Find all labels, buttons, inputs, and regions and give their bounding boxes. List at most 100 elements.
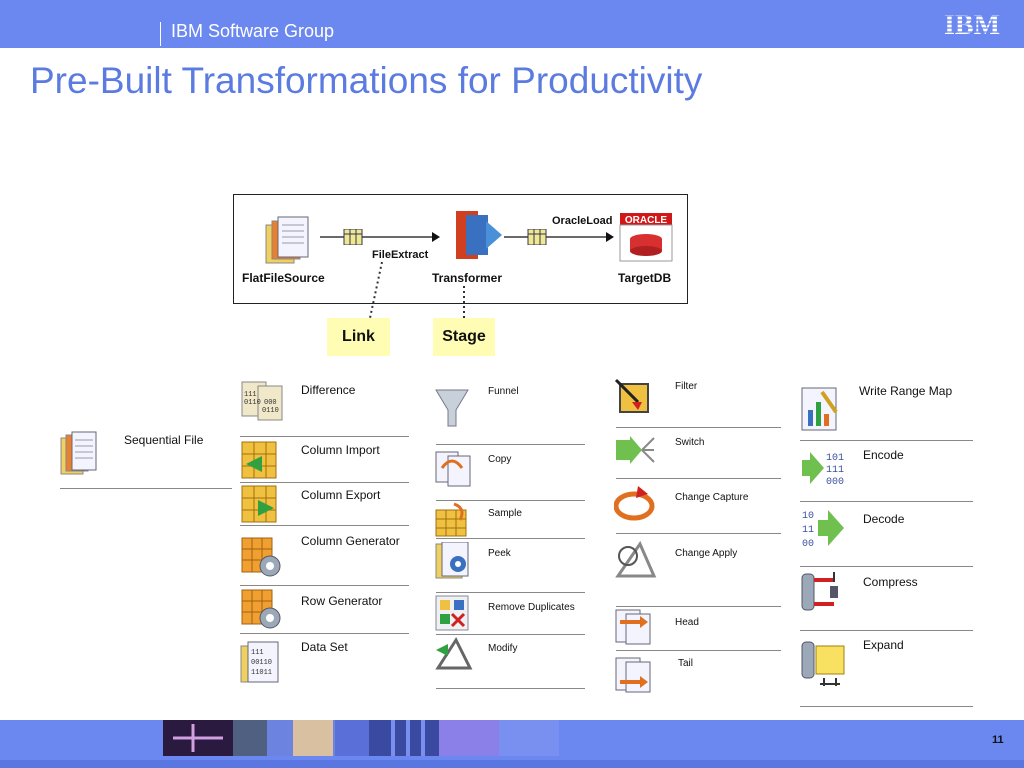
node-flatfilesource: FlatFileSource xyxy=(242,271,325,285)
divider xyxy=(800,501,973,502)
divider xyxy=(60,488,232,489)
sample-icon xyxy=(435,502,467,537)
divider xyxy=(616,427,781,428)
link-arrow-right xyxy=(504,229,614,245)
data-set-icon: 111 00110 11011 xyxy=(240,641,279,683)
divider xyxy=(436,592,585,593)
oracle-db-icon: ORACLE xyxy=(619,213,673,262)
footer-photo-strip xyxy=(163,720,559,756)
oracle-badge-text: ORACLE xyxy=(625,215,668,226)
encode-icon: 101 111 000 xyxy=(802,452,844,488)
copy-icon xyxy=(435,451,471,487)
header-bar: IBM Software Group IBM xyxy=(0,0,1024,48)
header-group-label: IBM Software Group xyxy=(171,21,335,41)
ibm-logo: IBM xyxy=(936,10,1008,40)
stage-label: Expand xyxy=(863,638,904,652)
head-icon xyxy=(615,609,651,645)
expand-icon xyxy=(801,641,845,686)
stage-label: Switch xyxy=(675,437,705,448)
filter-icon xyxy=(614,378,649,413)
node-targetdb: TargetDB xyxy=(618,271,672,285)
stage-label: Row Generator xyxy=(301,594,383,608)
divider xyxy=(436,688,585,689)
divider xyxy=(800,630,973,631)
difference-icon: 111 0110 000 0110 xyxy=(241,381,283,421)
callout-pointers xyxy=(369,262,465,319)
column-export-icon xyxy=(241,485,277,523)
decode-bits-2: 11 xyxy=(802,525,814,536)
divider xyxy=(240,633,409,634)
switch-icon xyxy=(616,436,655,464)
page-number: 11 xyxy=(992,734,1004,746)
change-apply-icon xyxy=(615,540,657,578)
stage-label: Copy xyxy=(488,454,512,465)
decode-bits-3: 00 xyxy=(802,539,814,550)
modify-icon xyxy=(435,636,473,670)
stage-label: Difference xyxy=(301,383,356,397)
stage-label: Column Import xyxy=(301,443,380,457)
divider xyxy=(240,436,409,437)
header-divider xyxy=(160,22,161,46)
divider xyxy=(240,585,409,586)
divider xyxy=(616,650,781,651)
divider xyxy=(800,440,973,441)
node-transformer: Transformer xyxy=(432,271,503,285)
column-import-icon xyxy=(241,441,277,479)
stage-label: Modify xyxy=(488,643,518,654)
write-range-map-icon xyxy=(801,387,838,431)
remove-duplicates-icon xyxy=(435,595,469,631)
stage-label: Sequential File xyxy=(124,433,204,447)
stage-label: Compress xyxy=(863,575,918,589)
stage-label: Funnel xyxy=(488,386,519,397)
stage-label: Filter xyxy=(675,381,698,392)
stage-label: Encode xyxy=(863,448,904,462)
funnel-icon xyxy=(435,389,469,427)
compress-icon xyxy=(801,572,838,611)
peek-icon xyxy=(435,542,469,579)
ibm-logo-text: IBM xyxy=(944,10,1000,40)
tail-icon xyxy=(615,657,651,693)
flat-file-icon xyxy=(265,216,309,264)
encode-bits-3: 000 xyxy=(826,477,844,488)
stage-label: Remove Duplicates xyxy=(488,602,575,613)
transformer-icon xyxy=(456,211,502,259)
difference-bits-3: 000 xyxy=(264,399,277,407)
divider xyxy=(616,478,781,479)
divider xyxy=(240,525,409,526)
stage-label: Data Set xyxy=(301,640,348,654)
decode-bits-1: 10 xyxy=(802,511,814,522)
divider xyxy=(240,482,409,483)
page-title: Pre-Built Transformations for Productivi… xyxy=(30,60,703,101)
sequential-file-icon xyxy=(60,431,97,475)
link-arrow-left xyxy=(320,229,440,245)
divider xyxy=(436,634,585,635)
stage-label: Peek xyxy=(488,548,511,559)
link-oracleload: OracleLoad xyxy=(552,215,613,227)
encode-bits-2: 111 xyxy=(826,465,844,476)
dataset-bits-3: 11011 xyxy=(251,669,272,677)
divider xyxy=(616,533,781,534)
dataset-bits-1: 111 xyxy=(251,649,264,657)
callout-stage: Stage xyxy=(433,318,495,356)
divider xyxy=(616,606,781,607)
divider xyxy=(436,500,585,501)
divider xyxy=(436,538,585,539)
divider xyxy=(436,444,585,445)
stage-label: Change Apply xyxy=(675,548,738,559)
stage-label: Decode xyxy=(863,512,905,526)
difference-bits-4: 0110 xyxy=(262,407,279,415)
stage-label: Write Range Map xyxy=(859,384,953,398)
column-generator-icon xyxy=(241,537,281,577)
stage-label: Column Export xyxy=(301,488,381,502)
row-generator-icon xyxy=(241,589,281,629)
change-capture-icon xyxy=(614,486,655,521)
footer-strip xyxy=(0,760,1024,768)
stage-label: Change Capture xyxy=(675,492,749,503)
stage-label: Head xyxy=(675,617,699,628)
decode-icon: 10 11 00 xyxy=(802,510,844,550)
stage-label: Tail xyxy=(678,658,694,669)
difference-bits-2: 0110 xyxy=(244,399,261,407)
divider xyxy=(800,706,973,707)
dataset-bits-2: 00110 xyxy=(251,659,272,667)
difference-bits-1: 111 xyxy=(244,391,257,399)
